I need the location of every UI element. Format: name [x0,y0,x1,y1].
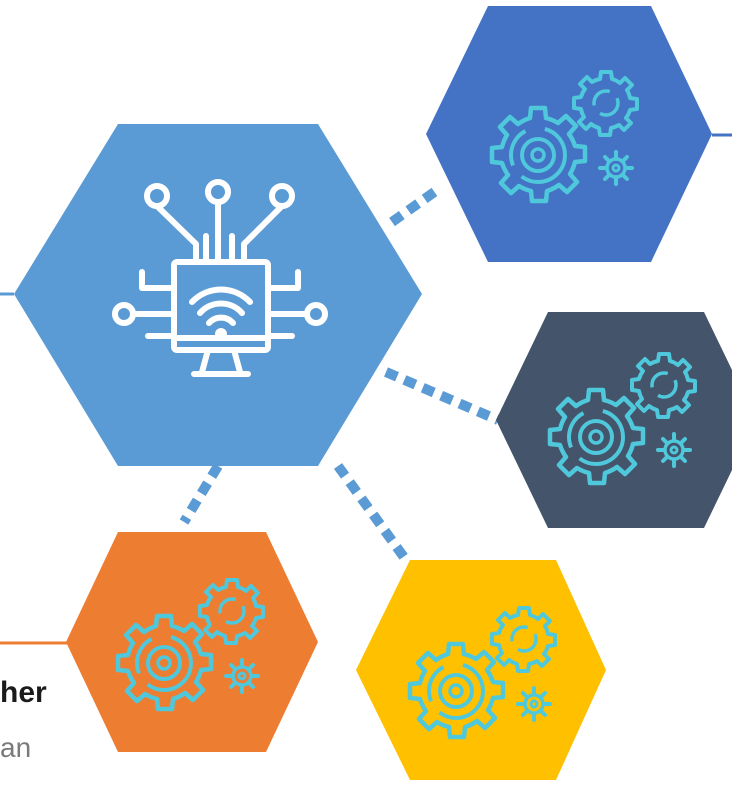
connector-bottom-left [179,463,223,525]
bottom-left-hexagon [66,532,318,752]
connector-mid-right [384,367,500,425]
caption-title: her [0,676,47,709]
center-hexagon [14,124,422,466]
top-right-hexagon [426,6,712,262]
monitor-wifi-circuit-icon [112,179,328,377]
caption-subtitle: an [0,732,32,763]
connector-bottom-center [333,463,411,563]
connectors [0,133,732,645]
bottom-center-hexagon [356,560,606,780]
connector-top-right [389,183,443,227]
mid-right-hexagon [496,312,732,528]
